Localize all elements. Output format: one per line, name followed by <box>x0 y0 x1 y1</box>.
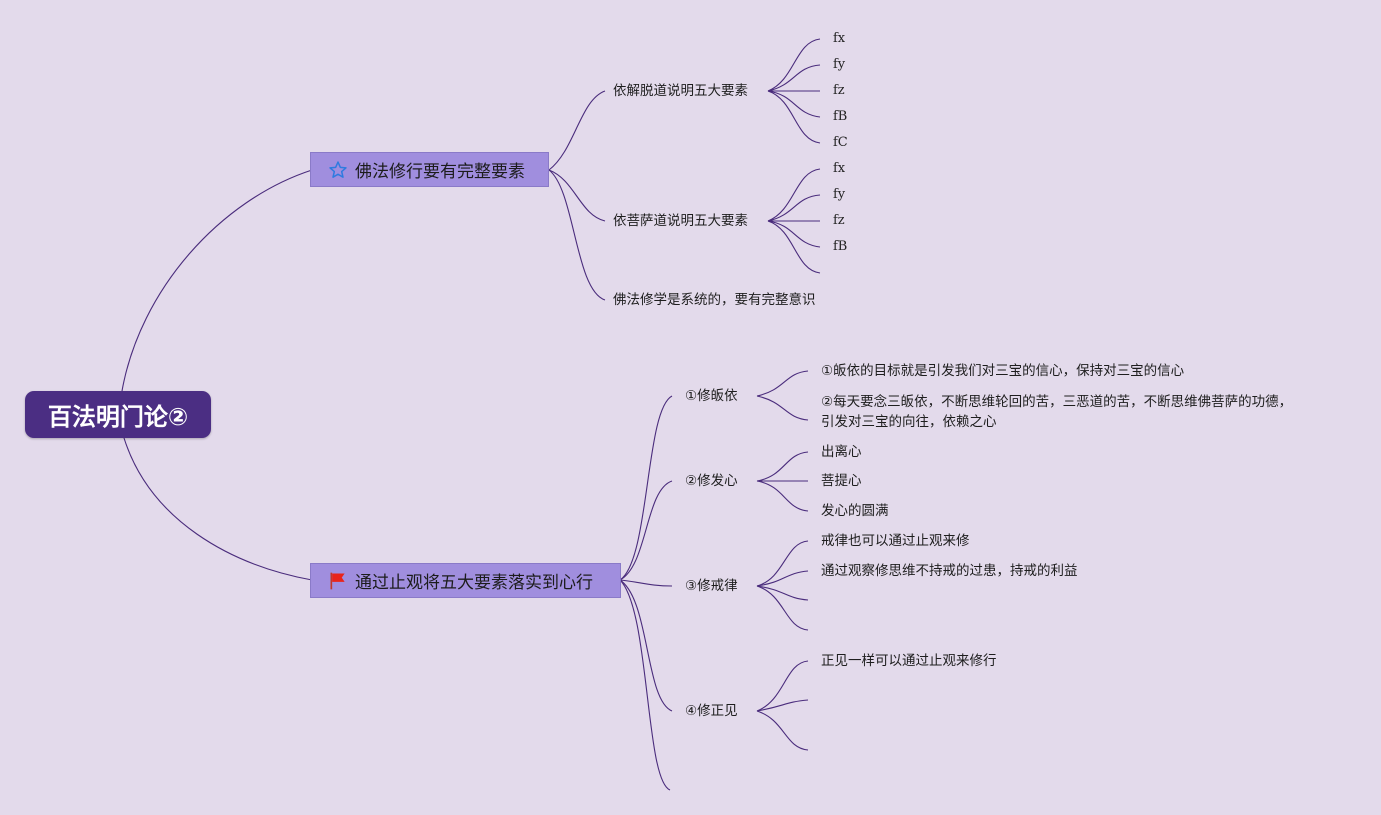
edge-c2-fy <box>767 194 821 222</box>
leaf-item[interactable]: fx <box>833 31 846 46</box>
leaf-item[interactable]: 正见一样可以通过止观来修行 <box>821 653 997 669</box>
subtopic-right-view[interactable]: ④修正见 <box>685 703 738 719</box>
subtopic-refuge[interactable]: ①修皈依 <box>685 388 738 404</box>
leaf-item[interactable]: 发心的圆满 <box>821 503 889 519</box>
leaf-item[interactable]: fy <box>833 187 846 202</box>
edge-b2-s5 <box>619 579 671 791</box>
edge-root-branch2 <box>123 437 313 581</box>
branch-label: 通过止观将五大要素落实到心行 <box>355 573 593 593</box>
leaf-item[interactable]: fx <box>833 161 846 176</box>
edge-c2-fB <box>767 220 821 248</box>
branch-node-contemplation[interactable]: 通过止观将五大要素落实到心行 <box>310 563 621 598</box>
leaf-item[interactable]: 通过观察修思维不持戒的过患，持戒的利益 <box>821 563 1078 579</box>
leaf-line: 引发对三宝的向往，依赖之心 <box>821 414 997 430</box>
edge-c2-fx <box>767 168 821 222</box>
leaf-item[interactable]: fz <box>833 83 845 98</box>
edge-s4-b <box>756 699 809 712</box>
leaf-item[interactable]: ①皈依的目标就是引发我们对三宝的信心，保持对三宝的信心 <box>821 363 1185 379</box>
leaf-item[interactable]: fC <box>833 135 848 150</box>
edge-b1-c2 <box>548 169 606 222</box>
leaf-item[interactable]: fy <box>833 57 846 72</box>
edge-c1-fB <box>767 90 821 118</box>
leaf-item[interactable]: fz <box>833 213 845 228</box>
edge-c1-fy <box>767 64 821 92</box>
edge-c1-fx <box>767 38 821 92</box>
root-title: 百法明门论② <box>47 403 189 431</box>
edge-c1-fC <box>767 90 821 144</box>
subtopic-liberation-path[interactable]: 依解脱道说明五大要素 <box>613 83 748 99</box>
edge-s2-c <box>756 480 809 512</box>
root-node[interactable]: 百法明门论② <box>25 391 211 438</box>
edge-root-branch1 <box>121 169 313 392</box>
subtopic-bodhicitta[interactable]: ②修发心 <box>685 473 738 489</box>
edge-s3-c <box>756 585 809 601</box>
edge-s1-b <box>756 395 809 421</box>
edge-s2-a <box>756 451 809 482</box>
edge-b2-s4 <box>619 579 673 712</box>
edge-s3-d <box>756 585 809 631</box>
leaf-item[interactable]: fB <box>833 109 848 124</box>
edge-b2-s1 <box>619 395 673 581</box>
edge-s4-c <box>756 710 809 751</box>
edge-b2-s3 <box>619 579 673 587</box>
subtopic-precepts[interactable]: ③修戒律 <box>685 578 738 594</box>
branch-label: 佛法修行要有完整要素 <box>355 162 525 182</box>
edge-b1-c3 <box>548 169 606 301</box>
leaf-item[interactable]: 戒律也可以通过止观来修 <box>821 533 970 549</box>
star-outline-icon <box>327 159 349 181</box>
leaf-item[interactable]: 菩提心 <box>821 473 862 489</box>
leaf-item[interactable]: ②每天要念三皈依，不断思维轮回的苦，三恶道的苦，不断思维佛菩萨的功德， 引发对三… <box>821 392 1292 432</box>
leaf-line: ②每天要念三皈依，不断思维轮回的苦，三恶道的苦，不断思维佛菩萨的功德， <box>821 394 1293 410</box>
subtopic-bodhisattva-path[interactable]: 依菩萨道说明五大要素 <box>613 213 748 229</box>
red-flag-icon <box>327 570 349 592</box>
leaf-item[interactable]: fB <box>833 239 848 254</box>
edge-c2-empty <box>767 220 821 274</box>
subtopic-systematic-study[interactable]: 佛法修学是系统的，要有完整意识 <box>613 292 816 308</box>
edge-s3-b <box>756 570 809 587</box>
edge-s3-a <box>756 540 809 587</box>
edge-b1-c1 <box>548 90 606 171</box>
edge-b2-s2 <box>619 480 673 581</box>
leaf-item[interactable]: 出离心 <box>821 444 862 460</box>
branch-node-complete-elements[interactable]: 佛法修行要有完整要素 <box>310 152 549 187</box>
edge-s1-a <box>756 370 809 397</box>
edge-s4-a <box>756 660 809 712</box>
